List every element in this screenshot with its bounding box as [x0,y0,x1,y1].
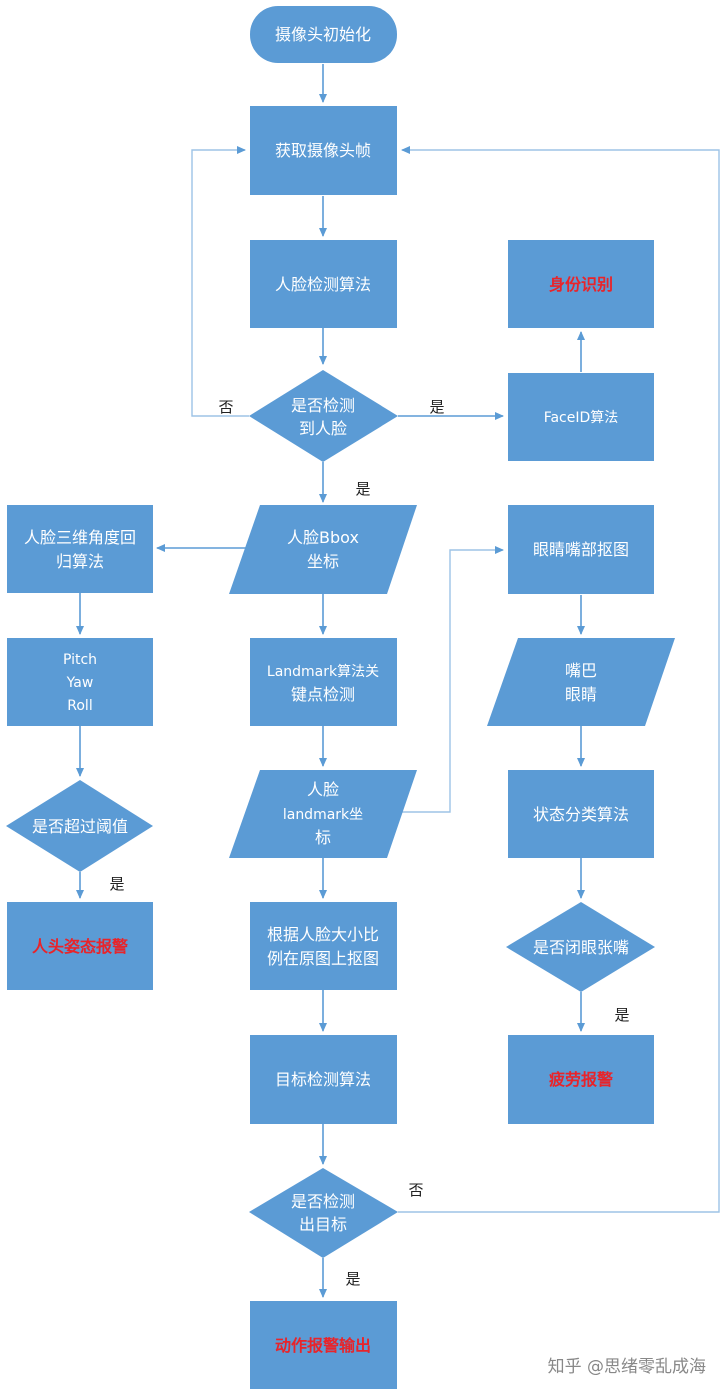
node-is-target-decision: 是否检测 出目标 [249,1168,398,1258]
node-face-detect-label: 人脸检测算法 [275,275,371,294]
node-angle-regression: 人脸三维角度回 归算法 [7,505,153,593]
label-no-target: 否 [408,1181,423,1199]
node-action-alarm-label: 动作报警输出 [275,1336,371,1355]
node-landmark-algo: Landmark算法关 键点检测 [250,638,397,726]
node-get-frame: 获取摄像头帧 [250,106,397,195]
node-eyes-label: 眼睛 [565,685,597,704]
node-head-alarm: 人头姿态报警 [7,902,153,990]
node-landmark-algo-line2: 键点检测 [291,685,355,704]
label-yes-target: 是 [345,1270,360,1288]
node-landmark-coord-line2: landmark坐 [283,807,363,823]
node-is-target-line2: 出目标 [299,1215,347,1234]
label-yes-threshold: 是 [109,875,124,893]
watermark: 知乎 @思绪零乱成海 [548,1357,706,1377]
node-head-alarm-label: 人头姿态报警 [32,937,128,956]
node-pitch-label: Pitch [63,652,97,668]
node-action-alarm: 动作报警输出 [250,1301,397,1389]
node-bbox-line2: 坐标 [307,552,339,571]
node-target-detect: 目标检测算法 [250,1035,397,1124]
node-is-face-line2: 到人脸 [299,419,347,438]
node-eye-mouth-crop: 眼睛嘴部抠图 [508,505,654,594]
node-faceid: FaceID算法 [508,373,654,461]
node-fatigue-alarm: 疲劳报警 [508,1035,654,1124]
node-closed-eye-label: 是否闭眼张嘴 [533,938,629,957]
node-eye-mouth-crop-label: 眼睛嘴部抠图 [533,540,629,559]
node-identity-label: 身份识别 [549,275,613,294]
edge-labels: 否 是 是 是 是 否 是 [109,398,629,1288]
node-landmark-algo-line1: Landmark算法关 [267,664,379,680]
edge-no-face-loop [191,146,249,417]
node-faceid-label: FaceID算法 [544,410,619,426]
node-identity: 身份识别 [508,240,654,328]
node-is-target-line1: 是否检测 [291,1192,355,1211]
label-yes-closed: 是 [614,1006,629,1024]
node-angle-line1: 人脸三维角度回 [24,528,136,547]
node-yaw-label: Yaw [66,675,94,691]
node-face-detect: 人脸检测算法 [250,240,397,328]
node-roll-label: Roll [67,698,92,714]
node-threshold-label: 是否超过阈值 [32,817,128,836]
node-start: 摄像头初始化 [250,6,397,63]
node-crop-line1: 根据人脸大小比 [267,925,379,944]
edge-coord-eyemouth [395,546,504,813]
node-is-face-line1: 是否检测 [291,396,355,415]
node-fatigue-alarm-label: 疲劳报警 [549,1070,613,1089]
node-is-face-decision: 是否检测 到人脸 [249,370,398,462]
node-bbox: 人脸Bbox 坐标 [229,505,417,594]
node-pitch-yaw-roll: Pitch Yaw Roll [7,638,153,726]
node-closed-eye-decision: 是否闭眼张嘴 [506,902,655,992]
node-angle-line2: 归算法 [56,552,104,571]
edge-no-target-loop [398,146,720,1213]
node-mouth-label: 嘴巴 [565,661,597,680]
node-crop: 根据人脸大小比 例在原图上抠图 [250,902,397,990]
node-threshold-decision: 是否超过阈值 [6,780,153,872]
connectors [76,64,720,1298]
node-landmark-coord-line1: 人脸 [307,780,339,799]
node-state-algo: 状态分类算法 [508,770,654,858]
node-mouth-eyes: 嘴巴 眼睛 [487,638,675,726]
node-get-frame-label: 获取摄像头帧 [275,141,371,160]
label-yes-faceid: 是 [429,398,444,416]
node-target-detect-label: 目标检测算法 [275,1070,371,1089]
node-bbox-line1: 人脸Bbox [287,528,359,547]
node-start-label: 摄像头初始化 [275,25,371,44]
node-landmark-coord-line3: 标 [315,828,331,847]
node-landmark-coord: 人脸 landmark坐 标 [229,770,417,858]
node-state-algo-label: 状态分类算法 [533,805,629,824]
label-yes-face: 是 [355,480,370,498]
node-crop-line2: 例在原图上抠图 [267,949,379,968]
label-no-face: 否 [218,398,233,416]
